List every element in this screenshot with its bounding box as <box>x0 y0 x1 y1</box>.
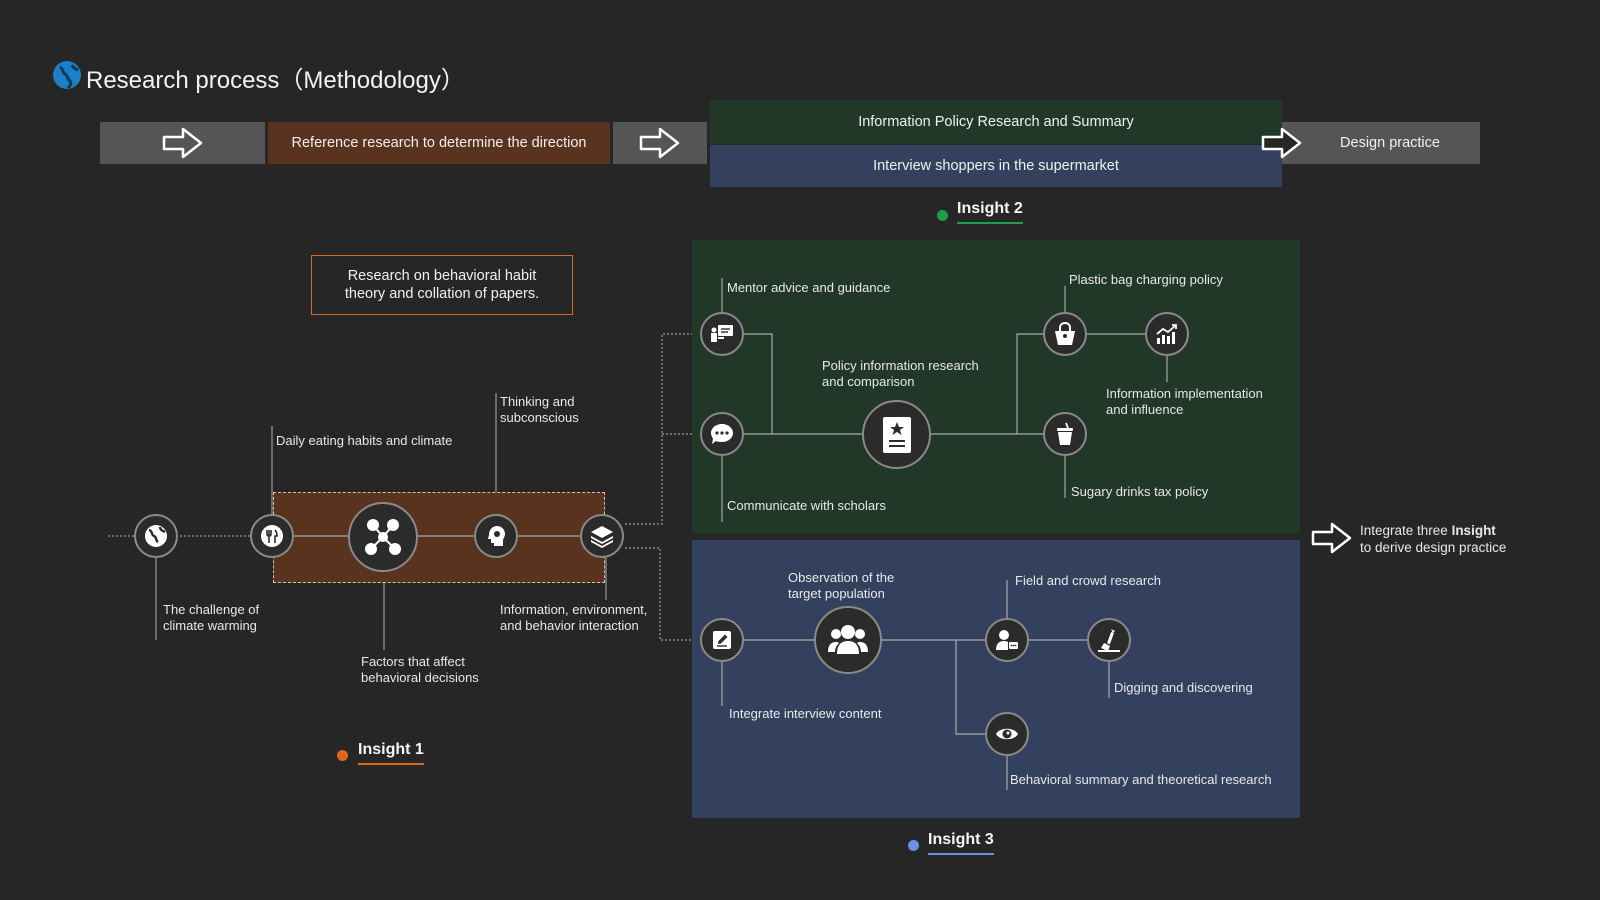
outcome-text: Integrate three Insight to derive design… <box>1360 523 1507 555</box>
shovel-dig-icon <box>1087 618 1131 662</box>
insight2-dot <box>937 210 948 221</box>
insight3-panel <box>692 540 1300 818</box>
research-box-line2: theory and collation of papers. <box>344 286 540 302</box>
arrow-right-icon <box>1261 127 1302 159</box>
research-box-line1: Research on behavioral habit <box>347 268 537 284</box>
label-interaction: Information, environment,and behavior in… <box>500 602 648 633</box>
page-title: Research process（Methodology） <box>86 67 465 94</box>
globe-icon <box>53 61 81 90</box>
growth-chart-icon <box>1145 312 1189 356</box>
label-integrate-interview: Integrate interview content <box>729 706 882 721</box>
step-interview-shoppers: Interview shoppers in the supermarket <box>710 145 1282 187</box>
label-eating: Daily eating habits and climate <box>276 433 453 448</box>
person-interview-icon <box>985 618 1029 662</box>
label-field-research: Field and crowd research <box>1015 573 1161 588</box>
process-arrow-block <box>613 122 707 164</box>
step-reference-research: Reference research to determine the dire… <box>268 122 610 164</box>
label-scholars: Communicate with scholars <box>727 498 886 513</box>
fork-knife-icon <box>250 514 294 558</box>
factors-region <box>273 492 605 583</box>
eye-icon <box>985 712 1029 756</box>
arrow-right-icon <box>162 127 202 159</box>
presentation-board-icon <box>700 312 744 356</box>
research-box: Research on behavioral habit theory and … <box>311 255 573 315</box>
people-group-icon <box>814 606 882 674</box>
layers-icon <box>580 514 624 558</box>
label-plastic-bag: Plastic bag charging policy <box>1069 272 1223 287</box>
molecule-icon <box>348 502 418 572</box>
edit-note-icon <box>700 618 744 662</box>
insight1-label: Insight 1 <box>358 741 424 765</box>
head-mind-icon <box>474 514 518 558</box>
drink-cup-icon <box>1043 412 1087 456</box>
shopping-bag-icon <box>1043 312 1087 356</box>
insight2-label: Insight 2 <box>957 200 1023 224</box>
insight1-dot <box>337 750 348 761</box>
policy-document-icon <box>862 400 931 469</box>
chat-bubble-icon <box>700 412 744 456</box>
insight3-label: Insight 3 <box>928 831 994 855</box>
climate-globe-icon <box>134 514 178 558</box>
label-mentor: Mentor advice and guidance <box>727 280 891 295</box>
label-sugary-tax: Sugary drinks tax policy <box>1071 484 1209 499</box>
label-digging: Digging and discovering <box>1114 680 1253 695</box>
process-start-block <box>100 122 265 164</box>
arrow-right-icon <box>639 127 680 159</box>
step-design-practice: Design practice <box>1282 122 1480 164</box>
insight2-panel <box>692 240 1300 534</box>
insight3-dot <box>908 840 919 851</box>
label-behavioral-summary: Behavioral summary and theoretical resea… <box>1010 772 1272 787</box>
step-policy-research: Information Policy Research and Summary <box>710 100 1282 144</box>
arrow-right-icon <box>1311 522 1352 554</box>
